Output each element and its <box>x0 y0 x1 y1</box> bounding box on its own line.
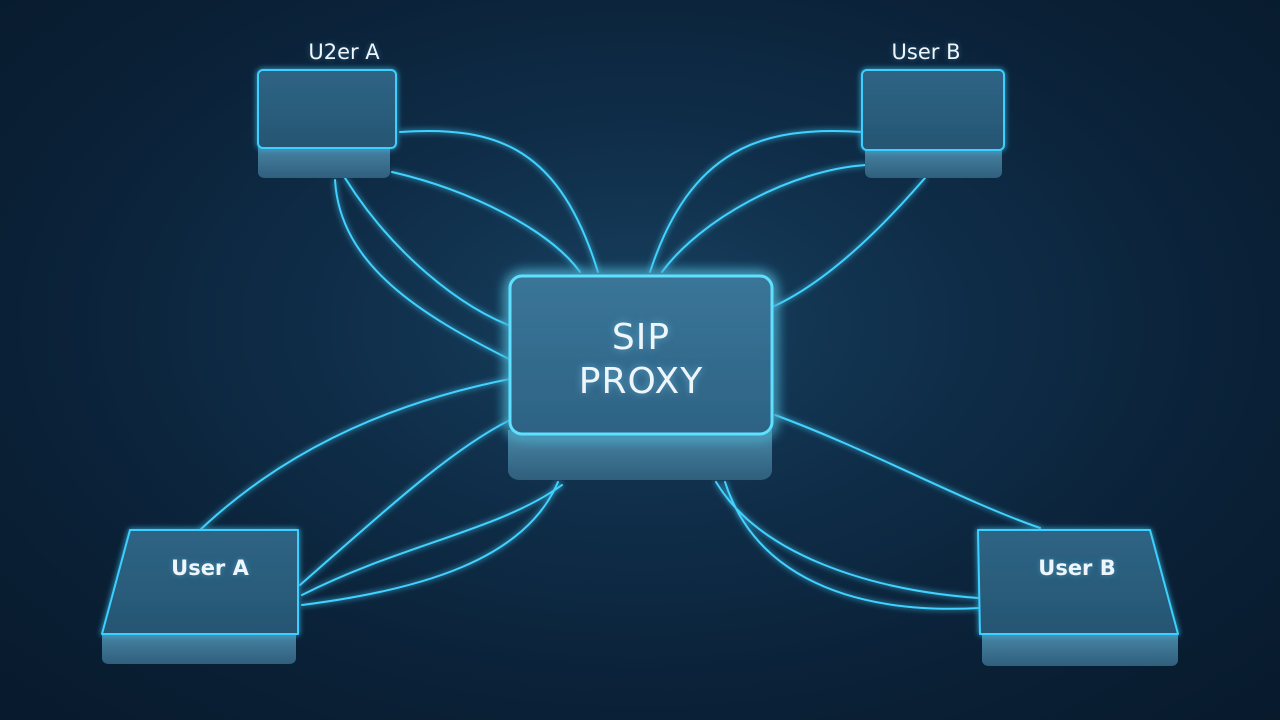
node-top-right-face <box>861 69 1005 151</box>
node-top-left <box>257 69 397 178</box>
link-bottom-right-3 <box>724 481 981 610</box>
link-top-left-4 <box>334 179 516 363</box>
connection-lines <box>199 129 1041 610</box>
link-top-left-1 <box>399 129 599 273</box>
node-bottom-right-side <box>982 634 1178 666</box>
node-top-right-side <box>865 148 1002 178</box>
node-bottom-left-face <box>101 529 299 635</box>
link-bottom-right-1 <box>774 414 1041 529</box>
node-bottom-right-face <box>977 529 1179 635</box>
link-bottom-right-2 <box>715 481 979 599</box>
node-bottom-left <box>101 529 299 664</box>
node-bottom-right-label: User B <box>1038 556 1116 580</box>
proxy-box <box>508 274 774 480</box>
link-bottom-left-3 <box>301 484 563 596</box>
proxy-label-line2: PROXY <box>578 361 704 402</box>
link-top-right-1 <box>649 129 863 273</box>
node-top-right-label: User B <box>891 40 961 64</box>
node-top-left-label: U2er A <box>308 40 380 64</box>
node-bottom-right <box>977 529 1179 666</box>
node-top-right <box>861 69 1005 178</box>
link-bottom-left-1 <box>199 377 516 531</box>
link-top-left-3 <box>344 177 523 331</box>
proxy-label: SIP PROXY <box>579 316 703 404</box>
link-bottom-left-2 <box>299 419 511 586</box>
node-top-left-side <box>258 145 390 178</box>
node-bottom-left-label: User A <box>171 556 249 580</box>
proxy-label-line1: SIP <box>611 317 671 358</box>
link-bottom-left-4 <box>301 481 559 606</box>
node-top-left-face <box>257 69 397 149</box>
link-top-right-2 <box>661 164 867 273</box>
link-top-right-3 <box>759 177 926 313</box>
link-top-left-2 <box>391 171 581 273</box>
proxy-box-side <box>508 430 772 480</box>
node-bottom-left-side <box>102 632 296 664</box>
